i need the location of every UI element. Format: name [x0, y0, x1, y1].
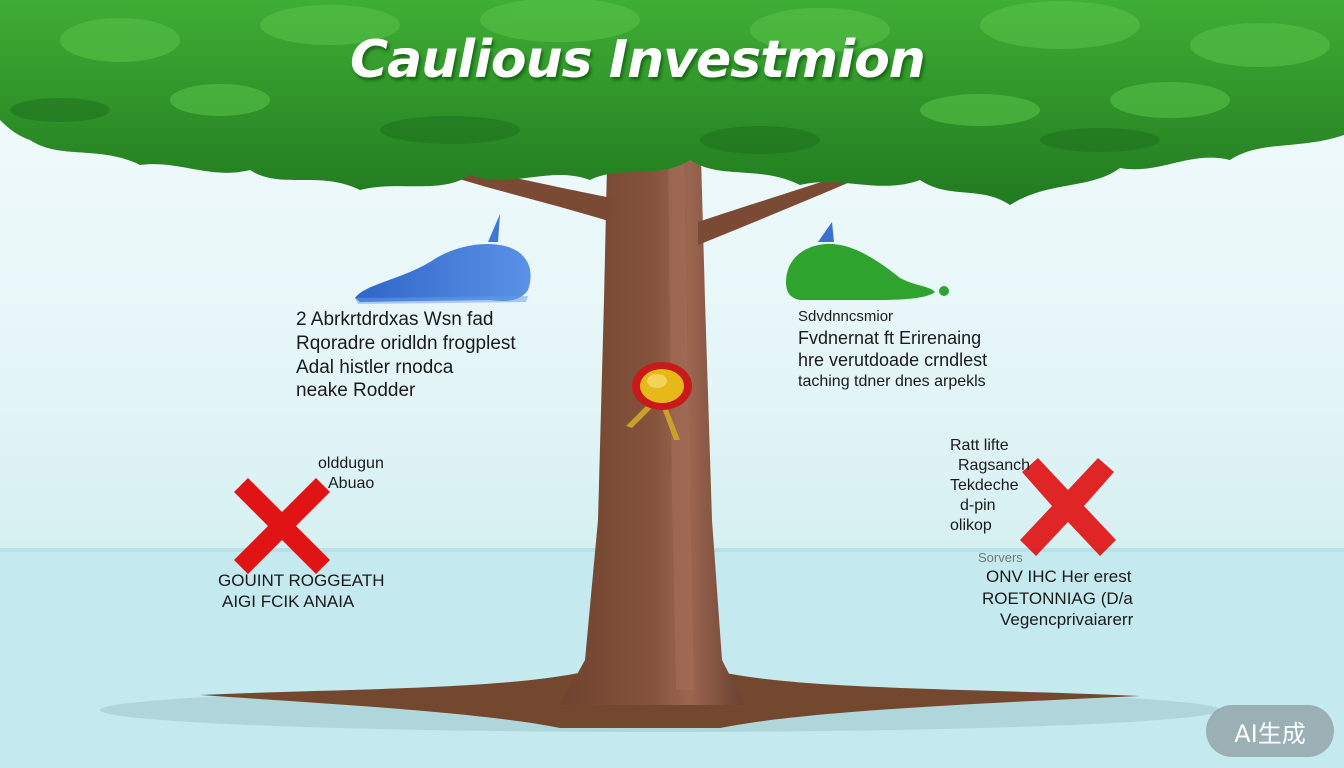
text-line: 2 Abrkrtdrdxas Wsn fad	[296, 309, 494, 330]
green-sign	[786, 222, 949, 300]
tree-trunk	[560, 120, 745, 705]
left-note-text: olddugun Abuao	[318, 454, 384, 494]
text-line: Sorvers	[978, 550, 1023, 565]
trunk-highlight	[668, 150, 694, 690]
text-line: Abuao	[328, 475, 375, 492]
text-line: Rqoradre oridldn frogplest	[296, 332, 516, 354]
text-line: olikop	[950, 517, 992, 534]
right-note-text: Ratt lifte Ragsanch Tekdeche d-pin oliko…	[950, 436, 1030, 536]
text-line: hre verutdoade crndlest	[798, 350, 988, 371]
left-upper-text: 2 Abrkrtdrdxas Wsn fad Rqoradre oridldn …	[296, 308, 516, 403]
right-upper-text: Sdvdnncsmior Fvdnernat ft Erirenaing hre…	[798, 308, 987, 392]
canopy-leaf-shadow	[10, 98, 1160, 154]
blue-sign	[355, 214, 531, 304]
text-line: Sdvdnncsmior	[798, 308, 894, 325]
text-line: AIGI FCIK ANAIA	[222, 592, 355, 612]
text-line: taching tdner dnes arpekls	[798, 372, 986, 390]
red-cross-right-icon	[1020, 458, 1116, 556]
text-line: olddugun	[318, 455, 384, 472]
text-line: neake Rodder	[296, 380, 416, 402]
text-line: Ragsanch	[958, 457, 1031, 474]
text-line: ONV IHC Her erest	[986, 567, 1132, 587]
text-line: Adal histler rnodca	[296, 356, 454, 378]
page-title: Caulious Investmion	[350, 30, 926, 90]
text-line: GOUINT ROGGEATH	[218, 571, 385, 590]
canopy-leaf-texture	[60, 0, 1330, 126]
ribbon-badge-icon	[626, 362, 692, 440]
tree-canopy	[0, 0, 1344, 205]
right-lower-text: Sorvers ONV IHC Her erest ROETONNIAG (D/…	[978, 550, 1133, 630]
left-lower-text: GOUINT ROGGEATH AIGI FCIK ANAIA	[218, 570, 385, 613]
text-line: Ratt lifte	[950, 437, 1009, 454]
ai-generated-badge: AI生成	[1206, 705, 1334, 757]
text-line: d-pin	[960, 497, 996, 514]
text-line: ROETONNIAG (D/a	[982, 588, 1133, 608]
text-line: Vegencprivaiarerr	[1000, 609, 1134, 629]
text-line: Fvdnernat ft Erirenaing	[798, 327, 982, 348]
red-cross-left-icon	[234, 478, 330, 574]
text-line: Tekdeche	[950, 477, 1019, 494]
